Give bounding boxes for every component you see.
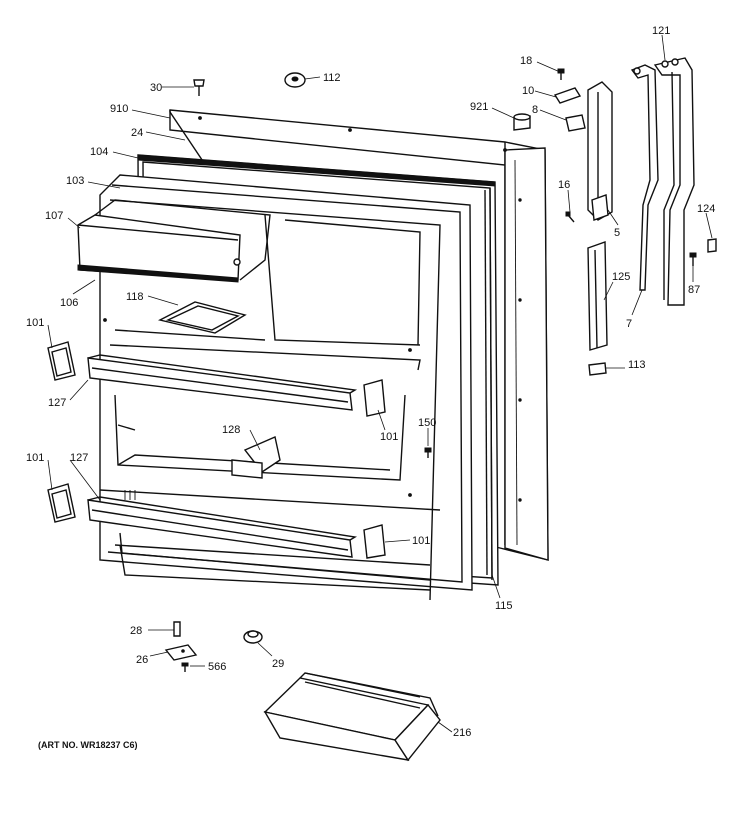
- foot-29: [243, 630, 263, 644]
- callout-118: 118: [126, 291, 144, 303]
- plate-26: [164, 644, 198, 661]
- callout-112: 112: [323, 72, 341, 84]
- plug-112: [284, 72, 306, 88]
- callout-113: 113: [628, 359, 646, 371]
- callout-103: 103: [66, 175, 84, 187]
- callout-127-upper: 127: [48, 397, 66, 409]
- door-bin-216: [263, 672, 441, 762]
- hinge-arm-121: [653, 57, 695, 306]
- callout-101-right-lower: 101: [412, 535, 430, 547]
- callout-30: 30: [150, 82, 162, 94]
- channel-125: [587, 241, 608, 351]
- screw-87: [689, 252, 697, 266]
- callout-26: 26: [136, 654, 148, 666]
- callout-29: 29: [272, 658, 284, 670]
- callout-124: 124: [697, 203, 715, 215]
- callout-8: 8: [532, 104, 538, 116]
- bar-cap-left-upper: [47, 341, 76, 381]
- cap-921: [513, 113, 531, 131]
- bracket-128: [231, 436, 281, 479]
- callout-18: 18: [520, 55, 532, 67]
- part-10: [553, 87, 582, 104]
- screw-18: [557, 68, 565, 80]
- callout-7: 7: [626, 318, 632, 330]
- callout-16: 16: [558, 179, 570, 191]
- callout-107: 107: [45, 210, 63, 222]
- door-bar-upper: [87, 354, 358, 411]
- callout-10: 10: [522, 85, 534, 97]
- callout-921: 921: [470, 101, 488, 113]
- screw-30: [193, 79, 205, 96]
- callout-101-left-upper: 101: [26, 317, 44, 329]
- callout-24: 24: [131, 127, 143, 139]
- callout-106: 106: [60, 297, 78, 309]
- bar-cap-left-lower: [47, 483, 76, 523]
- screw-566: [181, 662, 189, 672]
- callout-150: 150: [418, 417, 436, 429]
- callout-128: 128: [222, 424, 240, 436]
- hinge-arm-7: [630, 64, 659, 291]
- callout-28: 28: [130, 625, 142, 637]
- hinge-bracket-5: [587, 81, 613, 221]
- dairy-compartment-door: [77, 199, 271, 283]
- callout-5: 5: [614, 227, 620, 239]
- callout-125: 125: [612, 271, 630, 283]
- callout-566: 566: [208, 661, 226, 673]
- shelf-118: [157, 301, 247, 334]
- callout-87: 87: [688, 284, 700, 296]
- callout-labels: 30 112 910 24 104 103 107 106 118 101 12…: [26, 25, 715, 750]
- clip-124: [707, 238, 717, 253]
- bar-cap-right-upper: [363, 379, 386, 417]
- callout-115: 115: [495, 600, 513, 612]
- callout-121: 121: [652, 25, 670, 37]
- cap-113: [588, 362, 607, 376]
- callout-101-left-lower: 101: [26, 452, 44, 464]
- callout-104: 104: [90, 146, 108, 158]
- callout-910: 910: [110, 103, 128, 115]
- door-bar-lower: [87, 496, 431, 581]
- callout-101-right-upper: 101: [380, 431, 398, 443]
- screw-150: [424, 447, 432, 458]
- bar-cap-right-lower: [363, 524, 386, 559]
- leader-lines: [47, 34, 713, 733]
- pin-28: [173, 621, 181, 637]
- callout-216: 216: [453, 727, 471, 739]
- screw-16: [565, 211, 575, 223]
- callout-127-lower: 127: [70, 452, 88, 464]
- art-number: (ART NO. WR18237 C6): [38, 740, 138, 750]
- part-8: [565, 114, 586, 132]
